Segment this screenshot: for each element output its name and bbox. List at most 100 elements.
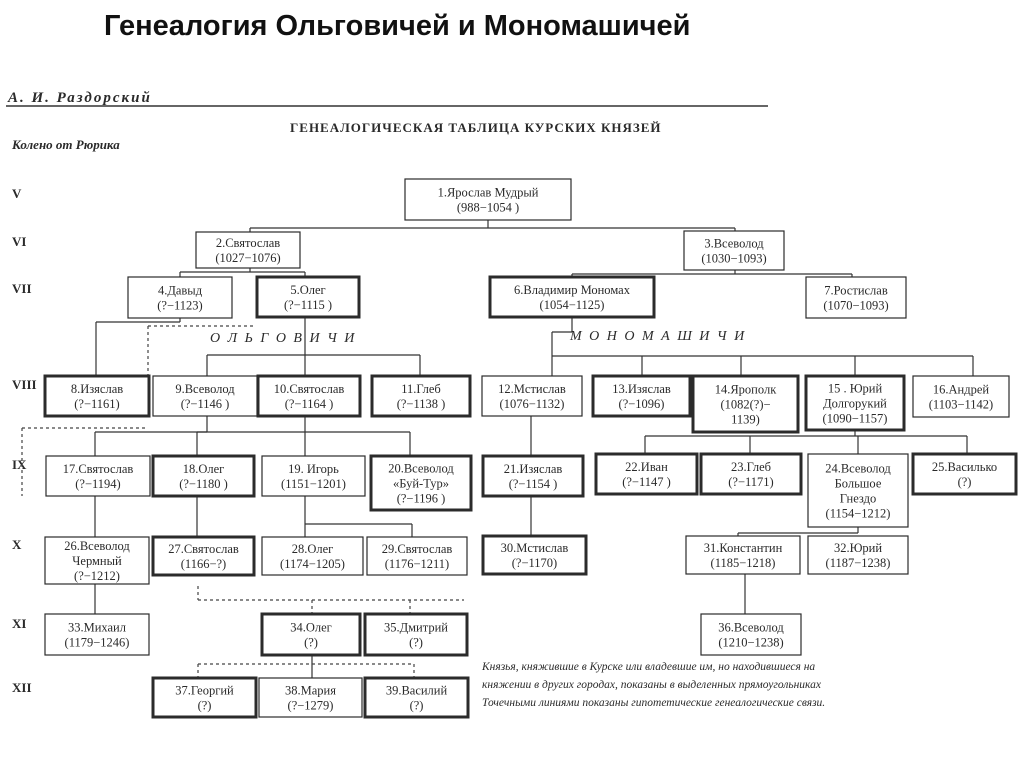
person-detail: (?−1146 )	[181, 397, 230, 411]
person-box: 16.Андрей(1103−1142)	[912, 375, 1010, 418]
person-name: 32.Юрий	[834, 541, 882, 555]
highlighted-person-frame	[594, 452, 699, 496]
person-name: 17.Святослав	[63, 462, 134, 476]
person-name: 15 . Юрий	[828, 382, 883, 396]
person-name: 34.Олег	[290, 621, 332, 635]
highlighted-person-frame	[363, 676, 470, 719]
person-name: 30.Мстислав	[501, 541, 569, 555]
person-detail: (?−1161)	[74, 397, 119, 411]
person-box: 35.Дмитрий(?)	[363, 612, 469, 657]
person-box: 12.Мстислав(1076−1132)	[481, 375, 583, 417]
person-detail: (?−1171)	[728, 475, 773, 489]
person-box: 28.Олег(1174−1205)	[261, 536, 364, 576]
person-box: 37.Георгий(?)	[151, 676, 258, 719]
person-box: 6.Владимир Мономах(1054−1125)	[488, 275, 656, 319]
branch-label-monomashichi: М О Н О М А Ш И Ч И	[569, 329, 746, 344]
person-detail: (1090−1157)	[823, 412, 888, 426]
person-detail: (?−1123)	[157, 299, 202, 313]
person-box: 10.Святослав(?−1164 )	[256, 374, 362, 418]
person-box: 34.Олег(?)	[260, 612, 362, 657]
highlighted-person-frame	[151, 535, 256, 577]
generation-header: Колено от Рюрика	[11, 137, 120, 152]
person-frame	[404, 178, 572, 221]
person-detail: (?−1180 )	[179, 477, 228, 491]
person-boxes: 1.Ярослав Мудрый(988−1054 )2.Святослав(1…	[43, 178, 1018, 719]
person-detail: 1139)	[731, 413, 760, 427]
person-frame	[481, 375, 583, 417]
person-box: 9.Всеволод(?−1146 )	[152, 375, 258, 417]
person-name: 23.Глеб	[731, 460, 771, 474]
person-frame	[44, 536, 150, 585]
footnote-line: Точечными линиями показаны гипотетически…	[482, 697, 825, 709]
person-frame	[700, 613, 802, 656]
person-name: 8.Изяслав	[71, 382, 123, 396]
highlighted-person-frame	[43, 374, 151, 418]
person-name: 3.Всеволод	[704, 237, 764, 251]
person-box: 2.Святослав(1027−1076)	[195, 231, 301, 269]
person-detail: (1027−1076)	[215, 251, 280, 265]
person-box: 36.Всеволод(1210−1238)	[700, 613, 802, 656]
highlighted-person-frame	[804, 374, 906, 432]
person-name: 6.Владимир Мономах	[514, 283, 631, 297]
person-box: 14.Ярополк(1082(?)−1139)	[691, 374, 800, 434]
person-box: 4.Давыд(?−1123)	[127, 276, 233, 319]
person-name: 39.Василий	[386, 684, 448, 698]
person-detail: (1166−?)	[181, 557, 226, 571]
person-box: 27.Святослав(1166−?)	[151, 535, 256, 577]
person-detail: Чермный	[72, 554, 122, 568]
person-name: 37.Георгий	[175, 684, 234, 698]
person-frame	[44, 613, 150, 656]
person-detail: «Буй-Тур»	[393, 477, 449, 491]
person-name: 7.Ростислав	[824, 284, 888, 298]
person-detail: (1174−1205)	[280, 557, 345, 571]
person-box: 33.Михаил(1179−1246)	[44, 613, 150, 656]
person-box: 32.Юрий(1187−1238)	[807, 535, 909, 575]
highlighted-person-frame	[256, 374, 362, 418]
person-frame	[195, 231, 301, 269]
person-box: 17.Святослав(?−1194)	[45, 455, 151, 497]
slide-title: Генеалогия Ольговичей и Мономашичей	[104, 10, 691, 42]
person-frame	[258, 677, 363, 718]
person-name: 20.Всеволод	[388, 462, 454, 476]
person-detail: (?−1138 )	[397, 397, 446, 411]
person-frame	[366, 536, 468, 576]
person-detail: (1179−1246)	[65, 636, 130, 650]
highlighted-person-frame	[370, 374, 472, 418]
person-name: 25.Василько	[932, 460, 997, 474]
branch-label-olgovichi: О Л Ь Г О В И Ч И	[210, 331, 356, 346]
person-detail: (1187−1238)	[826, 556, 891, 570]
person-box: 29.Святослав(1176−1211)	[366, 536, 468, 576]
person-detail: (1076−1132)	[500, 397, 565, 411]
person-detail: (?−1096)	[619, 397, 665, 411]
person-box: 38.Мария(?−1279)	[258, 677, 363, 718]
person-frame	[261, 455, 366, 497]
person-detail: (?−1115 )	[284, 298, 332, 312]
person-detail: (?−1147 )	[622, 475, 671, 489]
person-detail: (1154−1212)	[826, 507, 891, 521]
person-frame	[912, 375, 1010, 418]
highlighted-person-frame	[488, 275, 656, 319]
person-detail: (?−1279)	[288, 699, 334, 713]
generation-labels: V VI VII VIII IX X XI XII	[12, 186, 37, 695]
person-box: 5.Олег(?−1115 )	[255, 275, 361, 319]
generation-label: VII	[12, 281, 32, 296]
person-detail: (988−1054 )	[457, 201, 519, 215]
highlighted-person-frame	[699, 452, 803, 496]
person-detail: (?−1154 )	[509, 477, 558, 491]
person-detail: (?)	[304, 636, 318, 650]
person-name: 5.Олег	[290, 283, 325, 297]
person-detail: (1082(?)−	[720, 398, 770, 412]
person-detail: (?)	[198, 699, 212, 713]
person-box: 3.Всеволод(1030−1093)	[683, 230, 785, 271]
person-frame	[807, 535, 909, 575]
person-detail: Большое	[835, 477, 882, 491]
person-box: 11.Глеб(?−1138 )	[370, 374, 472, 418]
generation-label: V	[12, 186, 22, 201]
table-title: ГЕНЕАЛОГИЧЕСКАЯ ТАБЛИЦА КУРСКИХ КНЯЗЕЙ	[290, 120, 662, 135]
person-frame	[805, 276, 907, 319]
highlighted-person-frame	[363, 612, 469, 657]
person-name: 31.Константин	[704, 541, 783, 555]
person-name: 11.Глеб	[401, 382, 441, 396]
